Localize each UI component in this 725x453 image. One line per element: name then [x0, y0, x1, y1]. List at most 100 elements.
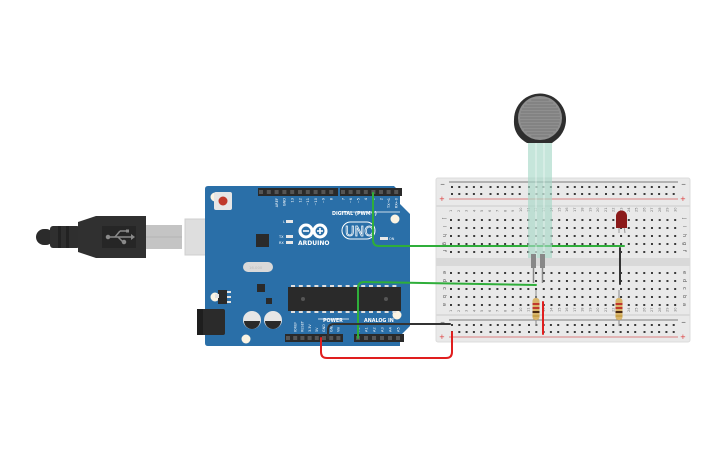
rail-hole[interactable] — [672, 193, 675, 195]
rail-hole[interactable] — [595, 324, 598, 326]
terminal-hole[interactable] — [612, 219, 615, 221]
terminal-hole[interactable] — [635, 272, 638, 274]
header-pin-hole[interactable] — [286, 336, 290, 340]
rail-hole[interactable] — [605, 186, 607, 188]
terminal-hole[interactable] — [589, 235, 592, 237]
header-pin-hole[interactable] — [371, 190, 376, 194]
terminal-hole[interactable] — [504, 296, 507, 298]
terminal-hole[interactable] — [627, 227, 630, 229]
terminal-hole[interactable] — [488, 219, 491, 221]
terminal-hole[interactable] — [643, 243, 646, 245]
rail-hole[interactable] — [634, 331, 637, 333]
rail-hole[interactable] — [489, 193, 492, 195]
terminal-hole[interactable] — [620, 251, 623, 253]
rail-hole[interactable] — [650, 331, 653, 333]
wire-a0-to-sensor[interactable] — [357, 281, 537, 339]
rail-hole[interactable] — [480, 324, 483, 326]
terminal-hole[interactable] — [604, 251, 607, 253]
terminal-hole[interactable] — [465, 227, 468, 229]
terminal-hole[interactable] — [450, 288, 452, 290]
terminal-hole[interactable] — [527, 296, 530, 298]
terminal-hole[interactable] — [666, 251, 669, 253]
terminal-hole[interactable] — [635, 304, 638, 306]
header-pin-hole[interactable] — [259, 190, 263, 194]
terminal-hole[interactable] — [457, 280, 460, 282]
terminal-hole[interactable] — [596, 296, 599, 298]
rail-hole[interactable] — [504, 331, 507, 333]
rail-hole[interactable] — [573, 331, 576, 333]
terminal-hole[interactable] — [658, 304, 661, 306]
header-pin-hole[interactable] — [293, 336, 298, 340]
terminal-hole[interactable] — [504, 272, 507, 274]
terminal-hole[interactable] — [650, 272, 653, 274]
terminal-hole[interactable] — [473, 251, 476, 253]
rail-hole[interactable] — [595, 186, 598, 188]
terminal-hole[interactable] — [581, 280, 584, 282]
terminal-hole[interactable] — [581, 243, 584, 245]
terminal-hole[interactable] — [620, 243, 623, 245]
rail-hole[interactable] — [588, 331, 591, 333]
header-pin-hole[interactable] — [329, 190, 334, 194]
rail-hole[interactable] — [665, 193, 668, 195]
terminal-hole[interactable] — [480, 227, 483, 229]
terminal-hole[interactable] — [450, 235, 452, 237]
header-pin-hole[interactable] — [274, 190, 279, 194]
terminal-hole[interactable] — [473, 304, 476, 306]
rail-hole[interactable] — [489, 324, 492, 326]
rail-hole[interactable] — [658, 324, 661, 326]
rail-hole[interactable] — [465, 193, 468, 195]
header-pin-hole[interactable] — [396, 336, 400, 340]
terminal-hole[interactable] — [604, 296, 607, 298]
rail-hole[interactable] — [504, 324, 507, 326]
terminal-hole[interactable] — [581, 251, 584, 253]
rail-hole[interactable] — [458, 186, 461, 188]
rail-hole[interactable] — [619, 331, 622, 333]
terminal-hole[interactable] — [620, 235, 623, 237]
rail-hole[interactable] — [605, 193, 607, 195]
terminal-hole[interactable] — [457, 296, 460, 298]
terminal-hole[interactable] — [565, 272, 568, 274]
terminal-hole[interactable] — [473, 227, 476, 229]
terminal-hole[interactable] — [511, 243, 514, 245]
terminal-hole[interactable] — [666, 235, 669, 237]
terminal-hole[interactable] — [565, 304, 568, 306]
terminal-hole[interactable] — [666, 304, 669, 306]
terminal-hole[interactable] — [450, 251, 452, 253]
terminal-hole[interactable] — [573, 280, 576, 282]
terminal-hole[interactable] — [573, 251, 576, 253]
rail-hole[interactable] — [612, 186, 615, 188]
terminal-hole[interactable] — [643, 219, 646, 221]
power-jack[interactable] — [197, 309, 225, 335]
rail-hole[interactable] — [496, 331, 499, 333]
terminal-hole[interactable] — [565, 280, 568, 282]
terminal-hole[interactable] — [635, 288, 638, 290]
terminal-hole[interactable] — [542, 272, 545, 274]
terminal-hole[interactable] — [450, 296, 452, 298]
terminal-hole[interactable] — [666, 219, 669, 221]
terminal-hole[interactable] — [573, 235, 576, 237]
terminal-hole[interactable] — [604, 288, 607, 290]
terminal-hole[interactable] — [658, 235, 661, 237]
wires[interactable] — [320, 192, 625, 359]
rail-hole[interactable] — [626, 324, 629, 326]
terminal-hole[interactable] — [450, 272, 452, 274]
terminal-hole[interactable] — [565, 219, 568, 221]
rail-hole[interactable] — [465, 324, 468, 326]
terminal-hole[interactable] — [535, 288, 538, 290]
terminal-hole[interactable] — [496, 243, 499, 245]
terminal-hole[interactable] — [504, 288, 507, 290]
terminal-hole[interactable] — [450, 227, 452, 229]
terminal-hole[interactable] — [573, 304, 576, 306]
header-pin-hole[interactable] — [282, 190, 287, 194]
terminal-hole[interactable] — [650, 304, 653, 306]
terminal-hole[interactable] — [550, 296, 553, 298]
rail-hole[interactable] — [472, 186, 475, 188]
rail-hole[interactable] — [619, 186, 622, 188]
rail-hole[interactable] — [549, 331, 552, 333]
terminal-hole[interactable] — [596, 251, 599, 253]
header-pin-hole[interactable] — [380, 336, 384, 340]
rail-hole[interactable] — [581, 193, 584, 195]
terminal-hole[interactable] — [658, 288, 661, 290]
rail-hole[interactable] — [489, 331, 492, 333]
terminal-hole[interactable] — [511, 272, 514, 274]
